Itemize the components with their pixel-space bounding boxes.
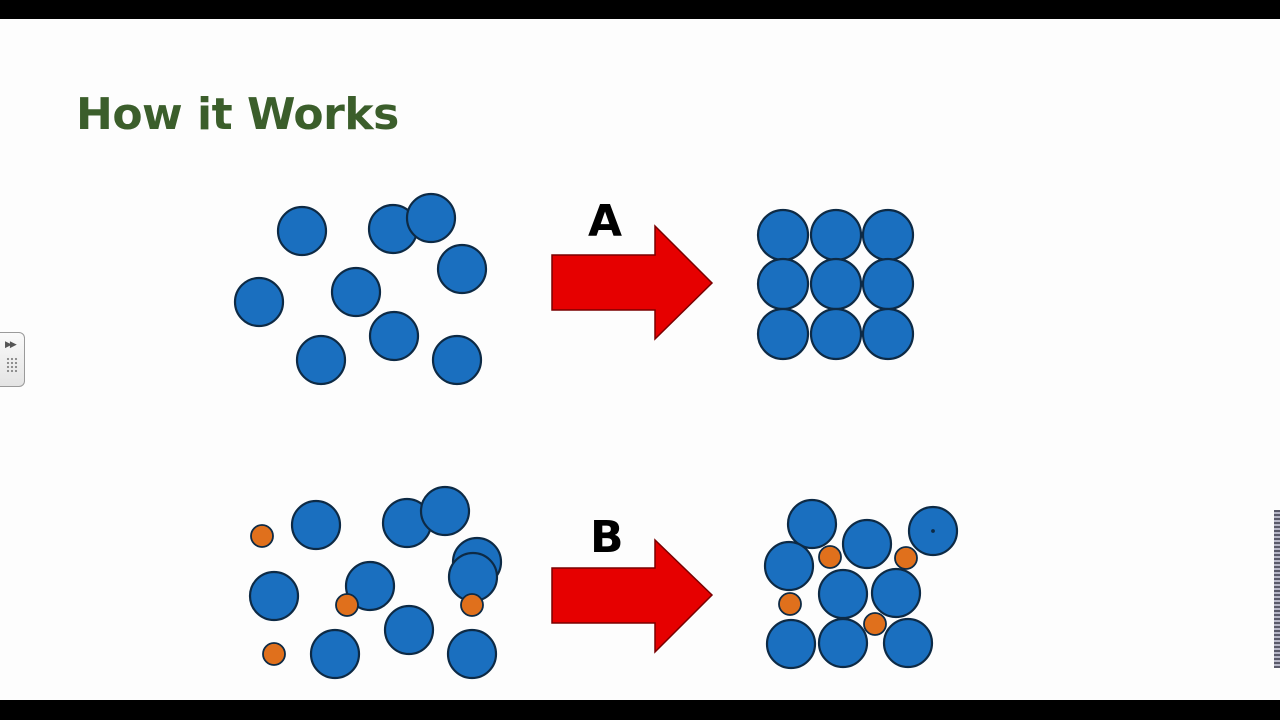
row-b-after	[763, 498, 959, 670]
large-particle	[436, 243, 488, 295]
small-particle	[262, 642, 286, 666]
large-particle	[809, 257, 863, 311]
large-particle	[309, 628, 361, 680]
large-particle	[431, 334, 483, 386]
large-particle	[786, 498, 838, 550]
large-particle	[817, 568, 869, 620]
slide: How it Works A B ▶▶	[0, 19, 1280, 700]
row-b-before	[248, 485, 503, 680]
small-particle	[894, 546, 918, 570]
large-particle	[882, 617, 934, 669]
large-particle	[383, 604, 435, 656]
small-particle	[460, 593, 484, 617]
row-a-arrow	[551, 224, 714, 341]
large-particle	[295, 334, 347, 386]
slide-navigation-tab[interactable]: ▶▶	[0, 332, 25, 387]
large-particle	[756, 307, 810, 361]
slide-title: How it Works	[76, 89, 399, 140]
right-edge-strip	[1274, 510, 1280, 668]
large-particle	[368, 310, 420, 362]
large-particle	[756, 208, 810, 262]
small-particle	[863, 612, 887, 636]
diagram: A B	[233, 192, 959, 680]
large-particle	[405, 192, 457, 244]
row-b-arrow	[551, 538, 714, 654]
row-b-label: B	[590, 512, 624, 563]
row-a-after	[756, 208, 915, 361]
large-particle	[870, 567, 922, 619]
small-particle	[778, 592, 802, 616]
large-particle	[931, 529, 935, 533]
large-particle	[233, 276, 285, 328]
small-particle	[250, 524, 274, 548]
large-particle	[756, 257, 810, 311]
large-particle	[861, 307, 915, 361]
large-particle	[809, 208, 863, 262]
grid-icon	[6, 357, 18, 373]
small-particle	[818, 545, 842, 569]
large-particle	[419, 485, 471, 537]
large-particle	[765, 618, 817, 670]
small-particle	[335, 593, 359, 617]
large-particle	[809, 307, 863, 361]
row-a-label: A	[588, 196, 622, 247]
large-particle	[344, 560, 396, 612]
large-particle	[841, 518, 893, 570]
large-particle	[817, 617, 869, 669]
large-particle	[276, 205, 328, 257]
large-particle	[763, 540, 815, 592]
large-particle	[330, 266, 382, 318]
large-particle	[861, 257, 915, 311]
large-particle	[861, 208, 915, 262]
large-particle	[290, 499, 342, 551]
row-a-before	[233, 192, 488, 386]
large-particle	[248, 570, 300, 622]
large-particle	[446, 628, 498, 680]
fast-forward-icon: ▶▶	[5, 339, 17, 349]
